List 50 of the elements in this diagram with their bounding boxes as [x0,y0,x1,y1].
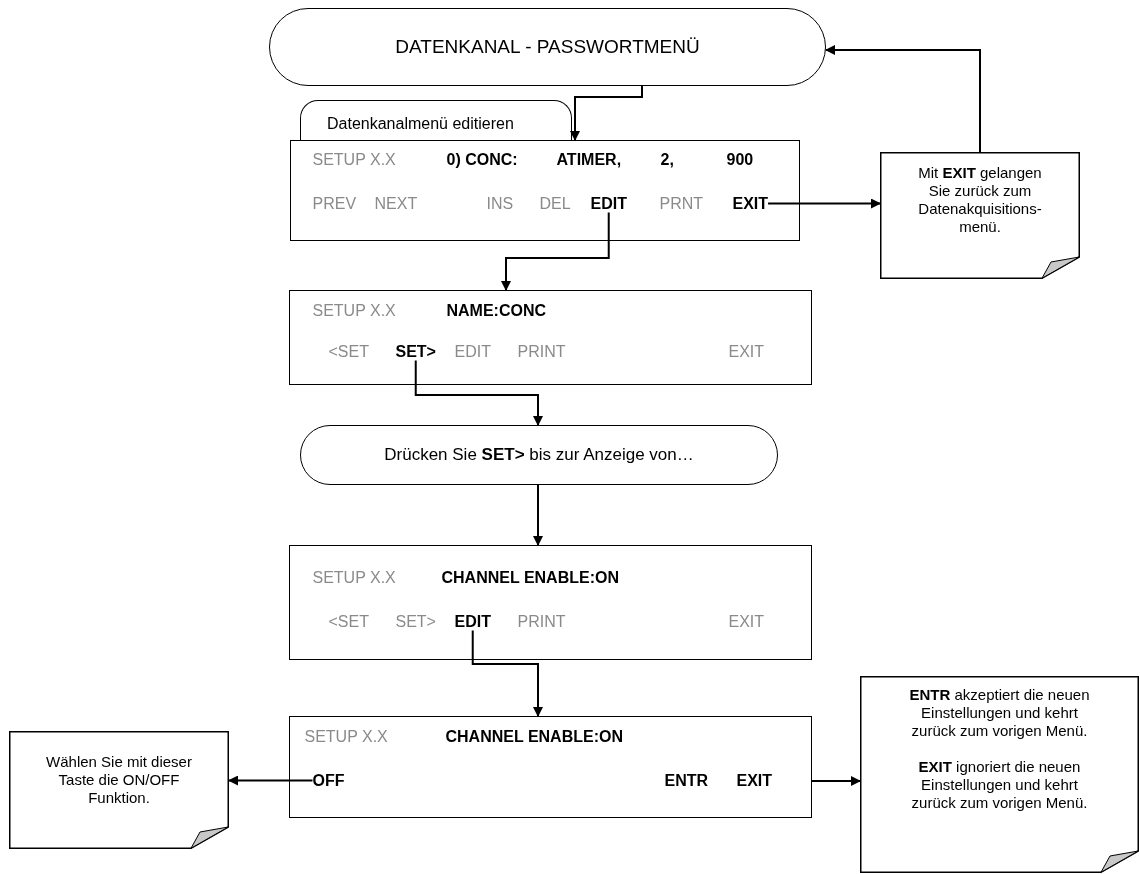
display-text: SETUP X.X [312,568,396,587]
display-screen [289,716,812,818]
display-screen [290,140,800,241]
display-text: 900 [726,150,754,169]
softkey-label: <SET [328,612,369,631]
softkey-label: SET> [395,612,436,631]
display-text: 2, [660,150,674,169]
softkey-label: ENTR [664,771,709,790]
softkey-label: EDIT [454,612,491,631]
softkey-label: OFF [312,771,345,790]
softkey-label: EXIT [728,342,765,361]
instruction-terminal: Drücken Sie SET> bis zur Anzeige von… [300,425,778,485]
softkey-label: SET> [395,342,436,361]
display-text: SETUP X.X [312,301,396,320]
arrow [767,198,881,209]
arrow [471,629,543,717]
display-text: CHANNEL ENABLE:ON [445,727,623,746]
softkey-label: PRNT [659,194,704,213]
softkey-label: EXIT [728,612,765,631]
arrow [811,776,861,786]
softkey-label: EDIT [590,194,627,213]
softkey-label: INS [486,194,514,213]
display-text: CHANNEL ENABLE:ON [441,568,619,587]
softkey-label: PREV [312,194,357,213]
menu-title-terminal: DATENKANAL - PASSWORTMENÜ [269,8,826,86]
callout-note: Mit EXIT gelangen Sie zurück zum Datenakquisitions-menü. [880,152,1080,279]
softkey-label: EXIT [736,771,773,790]
arrow [501,211,610,291]
display-screen [289,290,812,385]
arrow [570,85,643,141]
arrow [825,45,981,153]
display-text: SETUP X.X [304,727,388,746]
arrow [414,359,543,426]
softkey-label: NEXT [374,194,418,213]
softkey-label: <SET [328,342,369,361]
menu-tab: Datenkanalmenü editieren [300,100,572,142]
softkey-label: EDIT [454,342,491,361]
display-text: NAME:CONC [446,301,547,320]
softkey-label: PRINT [517,612,566,631]
display-text: SETUP X.X [312,150,396,169]
softkey-label: EXIT [732,194,769,213]
display-text: ATIMER, [556,150,622,169]
display-text: 0) CONC: [446,150,518,169]
arrow [533,484,543,546]
callout-note: Wählen Sie mit dieser Taste die ON/OFF Funktion. [9,731,229,849]
softkey-label: PRINT [517,342,566,361]
arrow [228,775,314,786]
softkey-label: DEL [539,194,571,213]
callout-note: ENTR akzeptiert die neuen Einstellungen und kehrt zurück zum vorigen Menü. EXIT ignoriert die neuen Einstellungen und kehrt zurück zum vorigen Menü. [860,676,1139,873]
display-screen [289,545,812,660]
